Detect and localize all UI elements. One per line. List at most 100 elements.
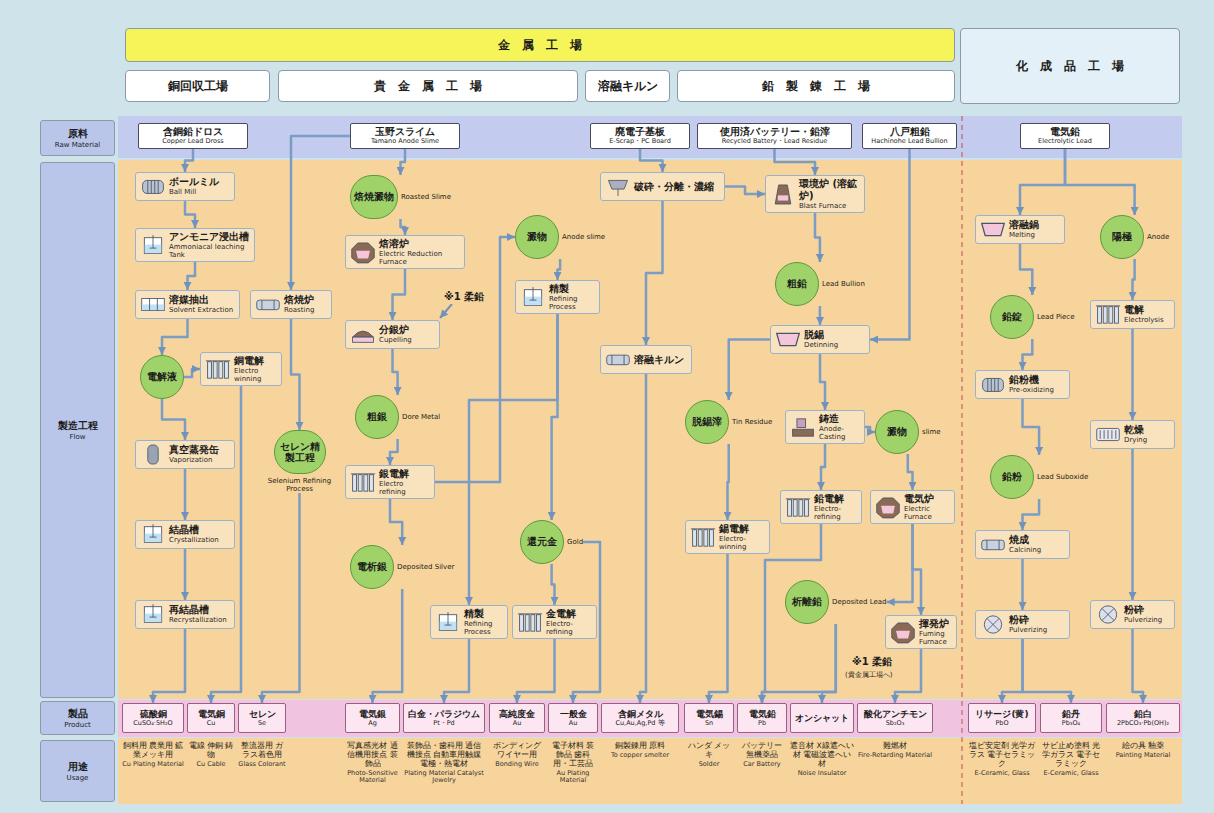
- intermediate-english: Tin Residue: [732, 418, 772, 426]
- process-equipment: 再結晶槽Recrystallization: [135, 600, 235, 629]
- product-formula: Se: [242, 720, 282, 728]
- row-header-english: Usage: [67, 774, 89, 782]
- usage-text: バッテリー 無機薬品: [737, 741, 787, 759]
- icon-holder: [775, 328, 801, 351]
- flow-arrow: [640, 149, 663, 172]
- raw-material-english: Recycled Battery・Lead Residue: [702, 138, 847, 146]
- product-box: 電気鉛Pb: [737, 703, 787, 733]
- intermediate-english: Deposited Lead: [832, 598, 887, 606]
- row-header-label: 原料: [68, 127, 88, 141]
- product-box: セレンSe: [238, 703, 286, 733]
- equipment-text: 鋳造Anode-Casting: [819, 413, 860, 441]
- equipment-english: Solvent Extraction: [169, 306, 233, 314]
- intermediate-english: Anode: [1147, 233, 1169, 241]
- usage-english: Plating Material Catalyst Jewelry: [403, 770, 485, 785]
- flow-arrow: [401, 219, 406, 235]
- icon-holder: [980, 533, 1006, 556]
- usage-english: Glass Colorant: [238, 761, 286, 768]
- process-equipment: 鉛粉機Pre-oxidizing: [975, 370, 1070, 399]
- usage-english: Solder: [684, 761, 734, 768]
- row-header-english: Product: [64, 721, 91, 729]
- product-band: [118, 700, 1182, 737]
- flow-arrow: [1023, 339, 1033, 370]
- process-equipment: 鉛電解Electro-refining: [780, 490, 862, 524]
- icon-holder: [770, 183, 796, 206]
- equipment-english: Drying: [1124, 436, 1147, 444]
- equipment-label: 粉砕: [1009, 614, 1047, 626]
- row-header-label: 製造工程: [58, 419, 98, 433]
- usage-text: 絵の具 釉薬: [1106, 741, 1180, 750]
- intermediate-english: slime: [922, 428, 941, 436]
- equipment-icon: [785, 496, 811, 519]
- equipment-english: Pre-oxidizing: [1009, 386, 1054, 394]
- flow-arrow: [887, 524, 913, 602]
- icon-holder: [890, 621, 916, 644]
- usage-english: E-Ceramic, Glass: [968, 770, 1036, 777]
- intermediate-circle: セレン精製工程Selenium Refining Process: [262, 430, 337, 493]
- equipment-label: 真空蒸発缶: [169, 444, 219, 456]
- equipment-icon: [205, 358, 231, 381]
- process-equipment: 乾燥Drying: [1090, 420, 1175, 449]
- flow-arrow: [1131, 329, 1134, 420]
- product-box: 白金・パラジウムPt・Pd: [403, 703, 485, 733]
- equipment-icon: [690, 526, 716, 549]
- icon-holder: [140, 175, 166, 198]
- usage-text: ハンダ メッキ: [684, 741, 734, 759]
- equipment-label: 再結晶槽: [169, 604, 227, 616]
- plant-header: 金 属 工 場: [125, 28, 955, 62]
- product-box: 電気銀Ag: [345, 703, 400, 733]
- equipment-label: 粉砕: [1124, 604, 1162, 616]
- usage-text: 装飾品・歯科用 通信機接点 自動車用触媒 電極・熱電材: [403, 741, 485, 768]
- process-equipment: 粉砕Pulverizing: [1090, 600, 1175, 629]
- row-header: 製造工程Flow: [40, 162, 115, 698]
- equipment-label: 焼成: [1009, 534, 1041, 546]
- flow-arrow: [913, 524, 922, 615]
- row-header-label: 製品: [68, 707, 88, 721]
- intermediate-english: Lead Piece: [1037, 313, 1075, 321]
- equipment-text: 錫電解Electro-winning: [719, 523, 765, 551]
- product-box: 電気錫Sn: [684, 703, 734, 733]
- product-formula: Cu: [191, 720, 231, 728]
- flow-arrow: [262, 493, 300, 703]
- row-header-english: Raw Material: [55, 141, 100, 149]
- usage-text: 電線 伸銅 鋳物: [187, 741, 235, 759]
- process-equipment: 溶融キルン: [600, 345, 692, 374]
- product-label: 電気銀: [349, 709, 396, 720]
- product-box: 一般金Au: [548, 703, 598, 733]
- icon-holder: [517, 611, 543, 634]
- equipment-icon: [605, 348, 631, 371]
- usage-text: ボンディング ワイヤー用: [489, 741, 545, 759]
- flow-arrow: [184, 369, 200, 377]
- flow-arrow: [390, 439, 398, 465]
- equipment-label: 溶融鍋: [1009, 219, 1039, 231]
- equipment-text: 脱錫Detinning: [804, 329, 838, 349]
- product-formula: Pt・Pd: [407, 720, 481, 728]
- process-equipment: 溶媒抽出Solvent Extraction: [135, 290, 240, 319]
- intermediate-english: Dore Metal: [402, 413, 440, 421]
- flow-arrow: [373, 589, 403, 703]
- usage-group: 電子材料 装飾品 歯科用・工芸品Au Plating Material: [548, 741, 598, 785]
- equipment-text: 乾燥Drying: [1124, 424, 1147, 444]
- icon-holder: [690, 526, 716, 549]
- product-box: 高純度金Au: [489, 703, 545, 733]
- process-equipment: 精製Refining Process: [515, 280, 600, 314]
- product-formula: Pb: [741, 720, 783, 728]
- usage-text: 塩ビ安定剤 光学ガラス 電子セラミック: [968, 741, 1036, 768]
- flow-arrow: [1133, 259, 1135, 300]
- flow-arrow: [393, 269, 406, 320]
- product-label: 一般金: [552, 709, 594, 720]
- flow-arrow: [815, 213, 820, 262]
- equipment-label: 溶媒抽出: [169, 294, 233, 306]
- equipment-icon: [517, 611, 543, 634]
- equipment-label: 電解: [1124, 304, 1164, 316]
- usage-english: Painting Material: [1106, 752, 1180, 759]
- equipment-label: 鋳造: [819, 413, 860, 425]
- product-label: 鉛白: [1110, 709, 1176, 720]
- equipment-icon: [140, 293, 166, 316]
- usage-text: サビ止め塗料 光学ガラス 電子セラミック: [1040, 741, 1102, 768]
- flow-arrow: [709, 554, 728, 703]
- icon-holder: [980, 613, 1006, 636]
- equipment-english: Electric Furnace: [904, 505, 950, 521]
- flow-arrow: [725, 187, 765, 195]
